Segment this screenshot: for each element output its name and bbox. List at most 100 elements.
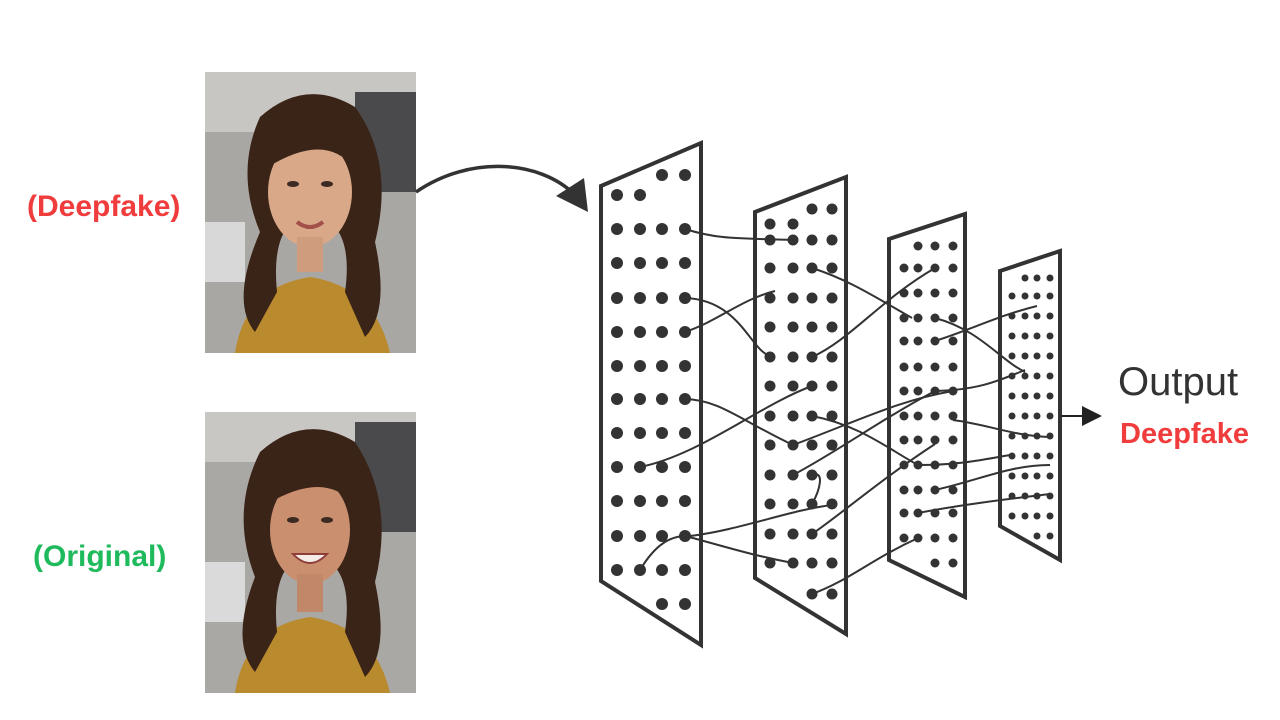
layer-4 xyxy=(998,248,1062,564)
neuron-dot xyxy=(913,288,923,298)
neuron-dot xyxy=(611,427,623,439)
neuron-dot xyxy=(634,292,646,304)
neuron-dot xyxy=(806,410,818,422)
neuron-dot xyxy=(611,495,623,507)
neuron-dot xyxy=(913,263,923,273)
neuron-dot xyxy=(948,460,958,470)
neuron-dot xyxy=(826,351,838,363)
neuron-dot xyxy=(1008,332,1016,340)
neuron-dot xyxy=(806,234,818,246)
neuron-dot xyxy=(913,460,923,470)
input-arrow-head xyxy=(556,178,588,212)
neuron-dot xyxy=(1008,352,1016,360)
neuron-dot xyxy=(1046,452,1054,460)
neuron-dot xyxy=(1033,372,1041,380)
neuron-dot xyxy=(787,557,799,569)
neuron-dot xyxy=(930,362,940,372)
neuron-dot xyxy=(1021,432,1029,440)
neuron-dot xyxy=(1033,332,1041,340)
neuron-dots xyxy=(611,169,1054,610)
neuron-dot xyxy=(634,257,646,269)
neuron-dot xyxy=(826,557,838,569)
neuron-dot xyxy=(948,485,958,495)
neuron-dot xyxy=(764,321,776,333)
neuron-dot xyxy=(656,393,668,405)
neuron-dot xyxy=(1021,512,1029,520)
neuron-dot xyxy=(1046,352,1054,360)
neuron-dot xyxy=(656,292,668,304)
neuron-dot xyxy=(1021,372,1029,380)
neuron-dot xyxy=(764,218,776,230)
neuron-dot xyxy=(764,469,776,481)
original-face-image xyxy=(205,412,416,693)
neuron-dot xyxy=(826,234,838,246)
neuron-dot xyxy=(679,257,691,269)
neuron-dot xyxy=(826,498,838,510)
neuron-dot xyxy=(1046,472,1054,480)
neuron-dot xyxy=(1033,274,1041,282)
neuron-dot xyxy=(930,533,940,543)
neuron-dot xyxy=(1046,372,1054,380)
neuron-dot xyxy=(679,169,691,181)
neuron-dot xyxy=(806,439,818,451)
neuron-dot xyxy=(1021,332,1029,340)
neuron-dot xyxy=(634,189,646,201)
neuron-dot xyxy=(826,262,838,274)
neuron-dot xyxy=(679,598,691,610)
neuron-dot xyxy=(764,234,776,246)
neuron-dot xyxy=(1021,492,1029,500)
neuron-dot xyxy=(1021,472,1029,480)
neuron-dot xyxy=(787,234,799,246)
neuron-dot xyxy=(764,380,776,392)
neuron-dot xyxy=(787,262,799,274)
neuron-dot xyxy=(1008,432,1016,440)
neuron-dot xyxy=(1033,452,1041,460)
neuron-dot xyxy=(930,313,940,323)
neuron-dot xyxy=(679,326,691,338)
neuron-dot xyxy=(611,326,623,338)
neuron-dot xyxy=(679,495,691,507)
neuron-dot xyxy=(1046,274,1054,282)
neuron-dot xyxy=(899,533,909,543)
neuron-dot xyxy=(1046,392,1054,400)
neuron-dot xyxy=(948,288,958,298)
neuron-dot xyxy=(634,427,646,439)
neuron-dot xyxy=(1008,492,1016,500)
neuron-dot xyxy=(806,588,818,600)
neuron-dot xyxy=(930,508,940,518)
neuron-dot xyxy=(806,498,818,510)
neuron-dot xyxy=(1021,352,1029,360)
neuron-dot xyxy=(948,263,958,273)
neuron-dot xyxy=(826,588,838,600)
neuron-dot xyxy=(806,292,818,304)
deepfake-label: (Deepfake) xyxy=(27,190,181,223)
neuron-dot xyxy=(787,380,799,392)
neuron-dot xyxy=(899,485,909,495)
neuron-dot xyxy=(787,469,799,481)
neuron-dot xyxy=(679,292,691,304)
neuron-dot xyxy=(1008,392,1016,400)
neuron-dot xyxy=(1021,452,1029,460)
neuron-dot xyxy=(787,498,799,510)
neuron-dot xyxy=(826,528,838,540)
neuron-dot xyxy=(634,393,646,405)
neuron-dot xyxy=(930,435,940,445)
neuron-dot xyxy=(826,439,838,451)
neuron-dot xyxy=(948,362,958,372)
neuron-dot xyxy=(1033,412,1041,420)
layer-2 xyxy=(753,174,848,638)
neuron-dot xyxy=(826,292,838,304)
neuron-dot xyxy=(913,313,923,323)
neuron-dot xyxy=(1046,312,1054,320)
neuron-dot xyxy=(787,321,799,333)
output-value: Deepfake xyxy=(1120,418,1249,450)
deepfake-face-image xyxy=(205,72,416,353)
neuron-dot xyxy=(806,469,818,481)
neuron-dot xyxy=(930,485,940,495)
neuron-dot xyxy=(826,380,838,392)
neuron-dot xyxy=(930,460,940,470)
neuron-dot xyxy=(656,223,668,235)
neuron-dot xyxy=(1033,392,1041,400)
neuron-dot xyxy=(913,435,923,445)
neuron-dot xyxy=(899,288,909,298)
